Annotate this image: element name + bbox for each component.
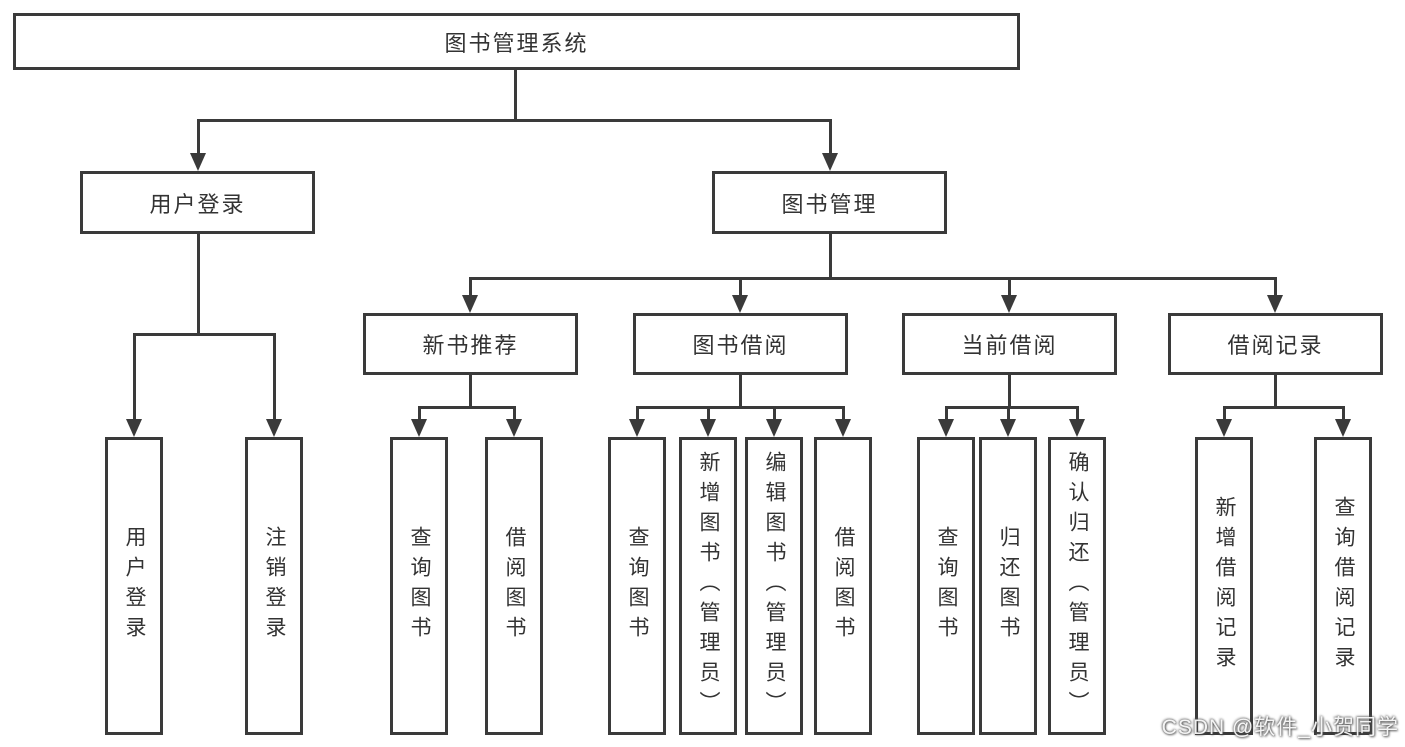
- arrow-down-icon: [629, 419, 645, 437]
- arrow-down-icon: [1267, 295, 1283, 313]
- leaf-add-book-admin: 新增图书（管理员）: [679, 437, 737, 735]
- connector-hline: [196, 118, 832, 122]
- arrow-down-icon: [822, 153, 838, 171]
- leaf-borrow-book-recommend: 借阅图书: [485, 437, 543, 735]
- connector-hline: [469, 277, 1277, 280]
- connector-vline: [1274, 375, 1277, 408]
- arrow-down-icon: [1069, 419, 1085, 437]
- connector-vline: [828, 119, 832, 155]
- node-current-borrowing-label: 当前借阅: [961, 333, 1058, 358]
- arrow-down-icon: [1335, 419, 1351, 437]
- arrow-down-icon: [266, 419, 282, 437]
- leaf-logout: 注销登录: [245, 437, 303, 735]
- connector-vline: [513, 70, 517, 120]
- arrow-down-icon: [1216, 419, 1232, 437]
- leaf-borrow-book: 借阅图书: [814, 437, 872, 735]
- connector-hline: [417, 406, 516, 409]
- arrow-down-icon: [411, 419, 427, 437]
- connector-vline: [469, 375, 472, 408]
- leaf-user-login-label: 用户登录: [123, 526, 146, 646]
- node-user-login-label: 用户登录: [149, 191, 246, 217]
- node-borrowing-records-label: 借阅记录: [1227, 333, 1324, 358]
- arrow-down-icon: [126, 419, 142, 437]
- leaf-query-book-borrowing: 查询图书: [608, 437, 666, 735]
- connector-vline: [635, 406, 639, 421]
- node-root: 图书管理系统: [13, 13, 1020, 70]
- leaf-logout-label: 注销登录: [263, 526, 286, 646]
- connector-vline: [132, 334, 136, 421]
- arrow-down-icon: [938, 419, 954, 437]
- arrow-down-icon: [1000, 419, 1016, 437]
- connector-vline: [706, 406, 710, 421]
- connector-vline: [1273, 278, 1277, 297]
- leaf-query-book-current-label: 查询图书: [935, 526, 958, 646]
- leaf-borrow-book-recommend-label: 借阅图书: [503, 526, 526, 646]
- connector-vline: [1006, 406, 1010, 421]
- arrow-down-icon: [190, 153, 206, 171]
- connector-hline: [944, 406, 1079, 409]
- node-book-management-label: 图书管理: [781, 191, 878, 217]
- arrow-down-icon: [835, 419, 851, 437]
- leaf-query-book-recommend: 查询图书: [390, 437, 448, 735]
- arrow-down-icon: [506, 419, 522, 437]
- leaf-query-book-recommend-label: 查询图书: [408, 526, 431, 646]
- connector-vline: [772, 406, 776, 421]
- node-book-borrowing-label: 图书借阅: [692, 333, 789, 358]
- leaf-borrow-book-label: 借阅图书: [832, 526, 855, 646]
- arrow-down-icon: [1001, 295, 1017, 313]
- connector-hline: [635, 406, 845, 409]
- leaf-query-borrow-record: 查询借阅记录: [1314, 437, 1372, 735]
- connector-hline: [1222, 406, 1345, 409]
- leaf-return-book: 归还图书: [979, 437, 1037, 735]
- leaf-return-book-label: 归还图书: [997, 526, 1020, 646]
- node-borrowing-records: 借阅记录: [1168, 313, 1383, 375]
- leaf-confirm-return-admin: 确认归还（管理员）: [1048, 437, 1106, 735]
- connector-hline: [132, 333, 276, 336]
- connector-vline: [841, 406, 845, 421]
- connector-vline: [1008, 375, 1011, 408]
- leaf-add-borrow-record-label: 新增借阅记录: [1213, 496, 1236, 676]
- node-root-label: 图书管理系统: [444, 30, 589, 56]
- leaf-add-borrow-record: 新增借阅记录: [1195, 437, 1253, 735]
- connector-vline: [196, 119, 200, 155]
- leaf-edit-book-admin-label: 编辑图书（管理员）: [763, 451, 786, 721]
- connector-vline: [417, 406, 421, 421]
- arrow-down-icon: [732, 295, 748, 313]
- connector-vline: [738, 278, 742, 297]
- connector-vline: [272, 334, 276, 421]
- connector-vline: [1222, 406, 1226, 421]
- connector-vline: [1341, 406, 1345, 421]
- connector-vline: [944, 406, 948, 421]
- node-current-borrowing: 当前借阅: [902, 313, 1117, 375]
- arrow-down-icon: [766, 419, 782, 437]
- connector-vline: [512, 406, 516, 421]
- node-book-borrowing: 图书借阅: [633, 313, 848, 375]
- watermark: CSDN @软件_小贺同学: [1161, 716, 1399, 739]
- node-book-management: 图书管理: [712, 171, 947, 234]
- connector-vline: [828, 234, 832, 279]
- node-new-book-recommend-label: 新书推荐: [422, 333, 519, 358]
- leaf-add-book-admin-label: 新增图书（管理员）: [697, 451, 720, 721]
- node-user-login: 用户登录: [80, 171, 315, 234]
- leaf-user-login: 用户登录: [105, 437, 163, 735]
- connector-vline: [1075, 406, 1079, 421]
- leaf-query-book-current: 查询图书: [917, 437, 975, 735]
- arrow-down-icon: [462, 295, 478, 313]
- connector-vline: [1007, 278, 1011, 297]
- connector-vline: [196, 234, 200, 335]
- node-new-book-recommend: 新书推荐: [363, 313, 578, 375]
- connector-vline: [739, 375, 742, 408]
- connector-vline: [468, 278, 472, 297]
- leaf-edit-book-admin: 编辑图书（管理员）: [745, 437, 803, 735]
- leaf-query-borrow-record-label: 查询借阅记录: [1332, 496, 1355, 676]
- leaf-confirm-return-admin-label: 确认归还（管理员）: [1066, 451, 1089, 721]
- leaf-query-book-borrowing-label: 查询图书: [626, 526, 649, 646]
- arrow-down-icon: [700, 419, 716, 437]
